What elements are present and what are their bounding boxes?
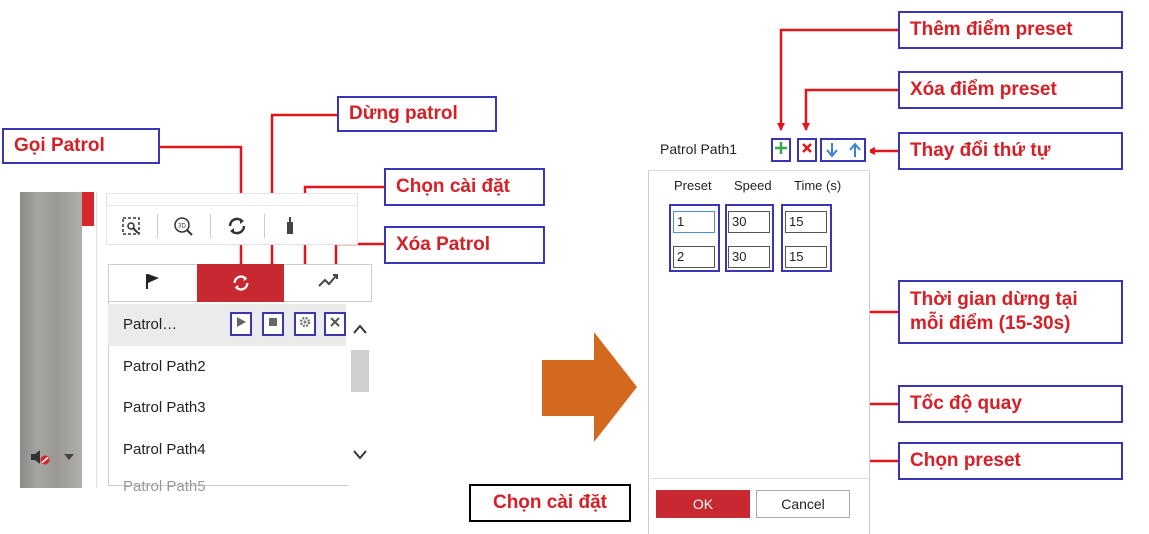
preset-field[interactable]: 2: [673, 246, 715, 268]
annotation-reorder: Thay đổi thứ tự: [898, 132, 1123, 170]
annotation-add-preset: Thêm điểm preset: [898, 11, 1123, 49]
move-up-arrow-icon[interactable]: [848, 142, 862, 163]
video-red-marker: [82, 192, 94, 226]
delete-patrol-button[interactable]: [324, 312, 346, 336]
3d-zoom-icon[interactable]: 3D: [170, 212, 198, 240]
time-field[interactable]: 15: [785, 211, 827, 233]
toolbar-divider: [106, 205, 358, 206]
annotation-stop-patrol: Dừng patrol: [337, 96, 497, 132]
dialog-title: Patrol Path1: [660, 141, 738, 157]
list-item[interactable]: Patrol Path2: [123, 358, 206, 375]
svg-text:3D: 3D: [178, 224, 186, 230]
annotation-dwell-time: Thời gian dừng tại mỗi điểm (15-30s): [898, 280, 1123, 344]
time-field[interactable]: 15: [785, 246, 827, 268]
close-icon: [329, 315, 341, 333]
speed-column-group: [725, 204, 774, 272]
mute-speaker-icon[interactable]: [30, 448, 52, 471]
list-item[interactable]: Patrol Path5: [123, 478, 206, 495]
annotation-dwell-time-line1: Thời gian dừng tại: [910, 289, 1078, 310]
stop-icon: [267, 315, 279, 333]
dialog-footer-divider: [648, 478, 870, 479]
pattern-icon: [317, 272, 339, 295]
refresh-icon[interactable]: [223, 212, 251, 240]
annotation-choose-preset: Chọn preset: [898, 442, 1123, 480]
chevron-up-icon[interactable]: [352, 322, 368, 340]
wiper-icon[interactable]: [276, 212, 304, 240]
toolbar-separator: [210, 214, 211, 238]
video-preview: [20, 192, 82, 488]
stop-patrol-button[interactable]: [262, 312, 284, 336]
add-preset-button[interactable]: [771, 138, 791, 162]
scroll-thumb[interactable]: [351, 350, 369, 392]
column-header-preset: Preset: [674, 178, 712, 193]
list-item[interactable]: Patrol Path4: [123, 441, 206, 458]
ok-button[interactable]: OK: [656, 490, 750, 518]
move-down-arrow-icon[interactable]: [825, 142, 839, 163]
gear-icon: [298, 315, 312, 334]
play-patrol-button[interactable]: [230, 312, 252, 336]
column-header-speed: Speed: [734, 178, 772, 193]
tab-patrol[interactable]: [197, 264, 284, 302]
ptz-toolbar: [106, 193, 358, 245]
plus-icon: [774, 141, 788, 160]
preset-column-group: [669, 204, 720, 272]
tab-preset[interactable]: [108, 266, 197, 300]
panel-divider: [96, 192, 97, 488]
toolbar-separator: [264, 214, 265, 238]
annotation-call-patrol: Gọi Patrol: [2, 128, 160, 164]
chevron-down-icon[interactable]: [352, 448, 368, 466]
column-header-time: Time (s): [794, 178, 842, 193]
annotation-speed: Tốc độ quay: [898, 385, 1123, 423]
patrol-refresh-icon: [197, 266, 284, 300]
annotation-delete-preset: Xóa điểm preset: [898, 71, 1123, 109]
preset-field[interactable]: 1: [673, 211, 715, 233]
toolbar-separator: [157, 214, 158, 238]
cancel-button[interactable]: Cancel: [756, 490, 850, 518]
caption-settings: Chọn cài đặt: [469, 484, 631, 522]
tab-pattern[interactable]: [284, 266, 372, 300]
delete-preset-button[interactable]: [797, 138, 817, 162]
list-item[interactable]: Patrol Path3: [123, 399, 206, 416]
region-select-icon[interactable]: [118, 212, 146, 240]
close-icon: [801, 141, 813, 159]
annotation-dwell-time-line2: mỗi điểm (15-30s): [910, 313, 1071, 334]
transition-arrow-icon: [542, 332, 638, 449]
play-icon: [235, 315, 247, 333]
annotation-delete-patrol: Xóa Patrol: [384, 226, 545, 264]
patrol-path-dialog: [648, 133, 870, 534]
speed-field[interactable]: 30: [728, 211, 770, 233]
chevron-down-icon[interactable]: [64, 454, 74, 460]
speed-field[interactable]: 30: [728, 246, 770, 268]
annotation-settings: Chọn cài đặt: [384, 168, 545, 206]
flag-icon: [144, 272, 162, 295]
scrollbar[interactable]: [348, 302, 372, 486]
patrol-settings-button[interactable]: [294, 312, 316, 336]
time-column-group: [781, 204, 832, 272]
